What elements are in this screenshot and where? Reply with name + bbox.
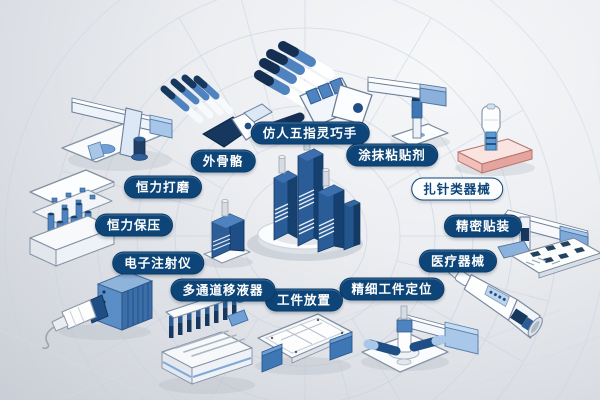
- adhesive-dispenser-device-illustration: [367, 76, 450, 149]
- needle-instrument-device-illustration: [455, 103, 535, 176]
- label-medical-instruments: 医疗器械: [418, 249, 498, 273]
- actuator-tower-left: [273, 155, 298, 241]
- grinding-device-illustration: [61, 97, 173, 171]
- label-multichannel-pipette: 多通道移液器: [170, 278, 276, 302]
- actuator-tower-right: [317, 168, 361, 253]
- label-exoskeleton: 外骨骼: [190, 149, 256, 173]
- label-humanoid-five-finger-hand: 仿人五指灵巧手: [250, 121, 370, 145]
- label-adhesive-applying: 涂抹粘贴剂: [346, 143, 438, 167]
- precision-mounting-device-illustration: [497, 209, 600, 279]
- label-needle-type-instruments: 扎针类器械: [411, 177, 503, 201]
- medical-probe-device-illustration: [443, 264, 543, 340]
- small-actuator-device-illustration: [201, 199, 253, 268]
- label-electronic-injector: 电子注射仪: [112, 251, 204, 275]
- label-constant-force-grinding: 恒力打磨: [123, 175, 203, 199]
- label-constant-force-pressure-hold: 恒力保压: [94, 213, 174, 237]
- workpiece-tray-device-illustration: [255, 313, 353, 375]
- fine-positioning-device-illustration: [361, 305, 479, 373]
- electronic-injector-device-illustration: [42, 271, 154, 350]
- label-fine-workpiece-positioning: 精细工件定位: [339, 277, 445, 301]
- label-workpiece-placement: 工件放置: [264, 288, 344, 312]
- humanoid-hand-device-illustration: [243, 41, 373, 133]
- label-precision-mounting: 精密贴装: [443, 214, 523, 238]
- exoskeleton-device-illustration: [160, 74, 259, 148]
